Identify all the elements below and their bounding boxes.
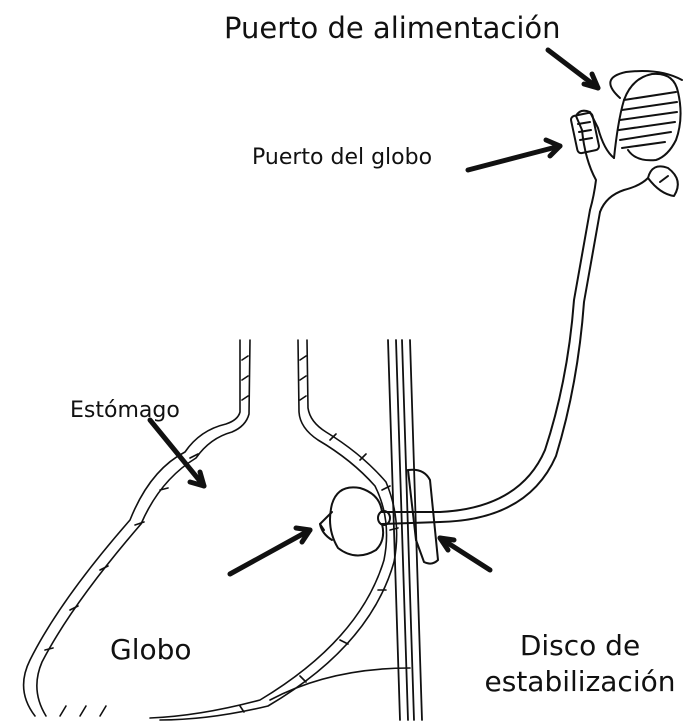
disc-label-line2: estabilización xyxy=(485,665,676,698)
stomach-outline xyxy=(24,340,410,720)
disc-label-line1: Disco de xyxy=(520,629,640,662)
stabilization-disc-label: Disco de estabilización xyxy=(478,628,682,700)
stomach-label: Estómago xyxy=(70,400,180,422)
balloon-shape xyxy=(320,487,383,555)
stabilization-disc xyxy=(408,470,438,564)
arrow-stomach xyxy=(150,420,204,486)
feeding-port-label: Puerto de alimentación xyxy=(224,14,561,43)
arrow-balloon-port xyxy=(468,146,560,170)
arrow-balloon xyxy=(230,530,310,574)
feeding-port-cap xyxy=(610,71,682,196)
arrow-feeding-port xyxy=(548,50,598,88)
y-connector xyxy=(570,111,648,212)
arrow-disc xyxy=(440,538,490,570)
abdominal-wall xyxy=(388,340,422,720)
balloon-port-label: Puerto del globo xyxy=(252,147,432,169)
balloon-label: Globo xyxy=(110,636,192,664)
